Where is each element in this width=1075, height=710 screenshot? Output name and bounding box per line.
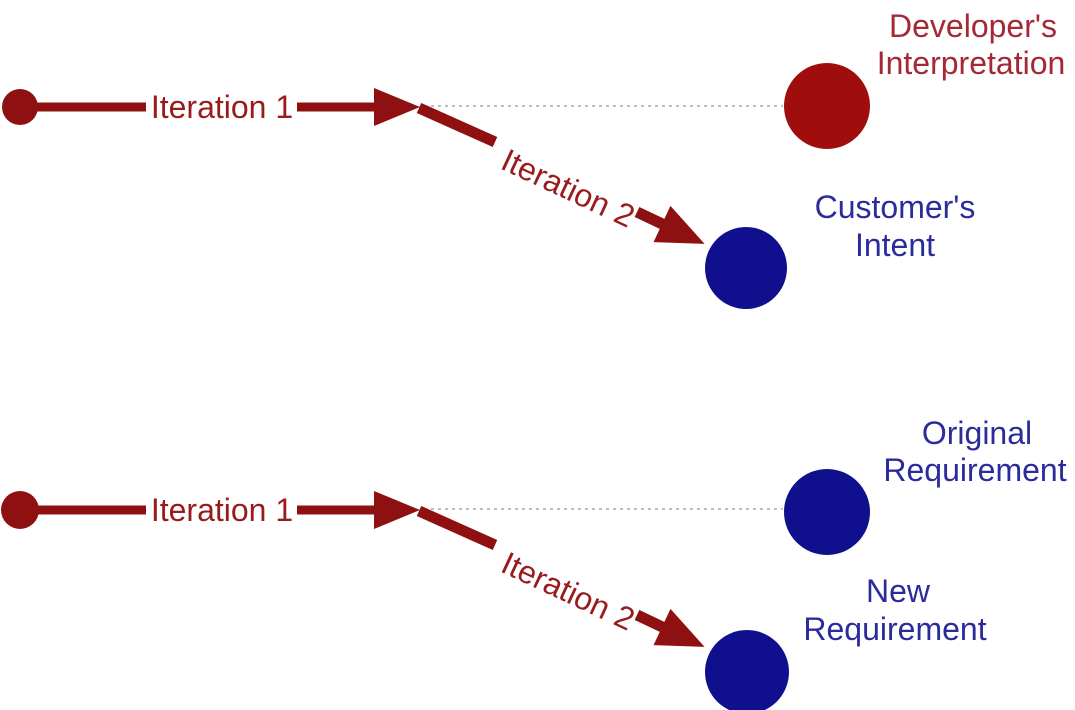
diagram-top: Iteration 1 Iteration 2 Developer's Inte… — [2, 8, 1065, 309]
near-node-label-line1: New — [866, 573, 931, 609]
iteration2-line-start — [416, 102, 498, 148]
iteration1-arrowhead-icon — [374, 491, 420, 529]
near-node-label-line1: Customer's — [815, 189, 976, 225]
near-node-label-line2: Intent — [855, 227, 935, 263]
far-node-label-line1: Original — [922, 415, 1032, 451]
far-node-label-line1: Developer's — [889, 8, 1057, 44]
original-requirement-node — [784, 469, 870, 555]
far-node-label-line2: Interpretation — [877, 45, 1066, 81]
iteration2-label: Iteration 2 — [496, 142, 640, 235]
iteration2-label: Iteration 2 — [496, 545, 640, 638]
new-requirement-node — [705, 630, 789, 710]
iteration1-label: Iteration 1 — [151, 492, 293, 528]
far-node-label-line2: Requirement — [883, 452, 1066, 488]
iteration2-arrowhead-icon — [653, 608, 705, 647]
diagram-bottom: Iteration 1 Iteration 2 Original Require… — [1, 415, 1067, 710]
iteration1-label: Iteration 1 — [151, 89, 293, 125]
near-node-label-line2: Requirement — [803, 611, 986, 647]
iteration2-arrowhead-icon — [653, 205, 705, 244]
iteration2-line-start — [416, 505, 498, 551]
iteration1-arrowhead-icon — [374, 88, 420, 126]
customer-intent-node — [705, 227, 787, 309]
developer-interpretation-node — [784, 63, 870, 149]
